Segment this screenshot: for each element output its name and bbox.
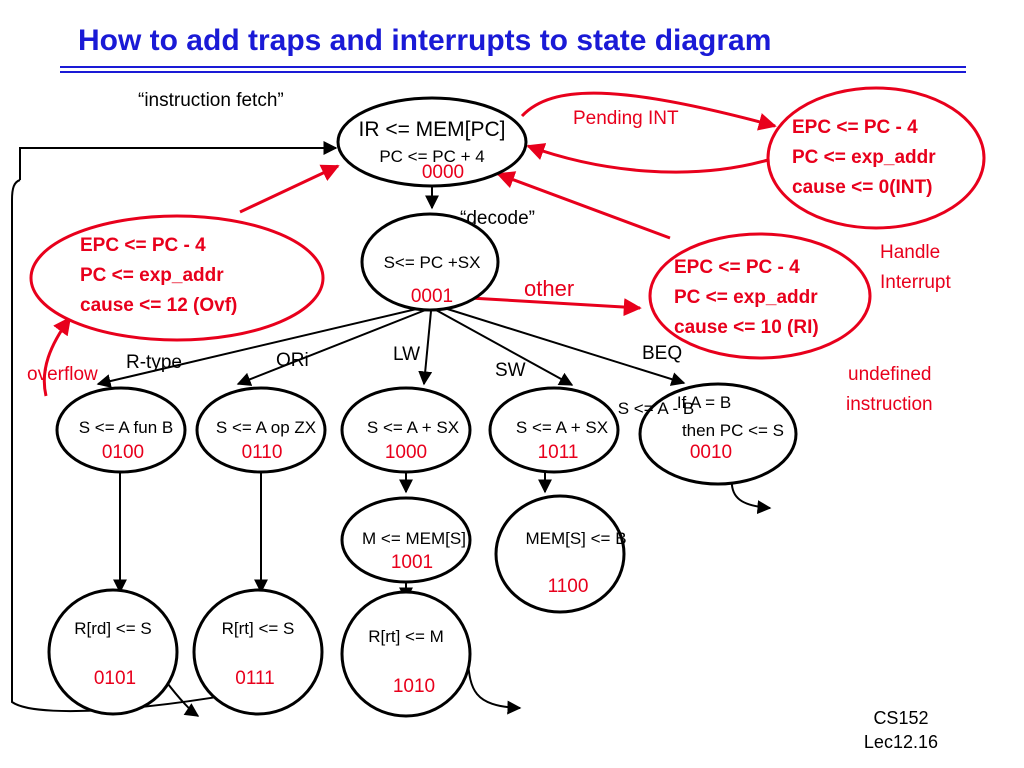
int-return-arrow [526, 143, 769, 174]
decode-to-lw-arrow [418, 310, 433, 386]
decode-line1: S<= PC +SX [384, 253, 481, 272]
label-rtype: R-type [126, 352, 182, 373]
rtype-wb-exit-arrow [164, 679, 200, 717]
trap-transitions [42, 91, 777, 397]
exception-state-reserved [648, 232, 872, 360]
int-line3: cause <= 0(INT) [792, 177, 932, 198]
slide-title: How to add traps and interrupts to state… [78, 24, 772, 57]
lw-exec-code: 1000 [385, 442, 427, 463]
ori-wb-code: 0111 [235, 668, 274, 689]
lw-wb-code: 1010 [393, 676, 435, 697]
pending-int-arrow [520, 91, 777, 131]
sw-exec-code: 1011 [538, 442, 579, 463]
undefined-instruction-line2: instruction [846, 394, 933, 415]
label-overflow: overflow [27, 364, 98, 385]
footer-lecture: Lec12.16 [863, 732, 938, 752]
ri-line1: EPC <= PC - 4 [674, 257, 800, 278]
decode-code: 0001 [411, 286, 453, 307]
sw-mem-code: 1100 [548, 576, 589, 597]
label-pending-int: Pending INT [573, 108, 679, 129]
rtype-exec-line1: S <= A fun B [79, 418, 174, 437]
rtype-wb-code: 0101 [94, 668, 136, 689]
rtype-exec-code: 0100 [102, 442, 144, 463]
ori-exec-code: 0110 [242, 442, 283, 463]
slide-footer: CS152 Lec12.16 [864, 706, 938, 754]
state-rtype-exec [55, 386, 187, 474]
sw-exec-line1: S <= A + SX [516, 418, 608, 437]
ovf-line2: PC <= exp_addr [80, 265, 224, 286]
state-sw-exec [488, 386, 620, 474]
decode-to-beq-arrow [440, 306, 686, 386]
title-rule-top [60, 66, 966, 68]
fetch-line2: PC <= PC + 4 [379, 147, 484, 166]
ri-return-arrow [496, 171, 671, 240]
ovf-line1: EPC <= PC - 4 [80, 235, 206, 256]
handle-interrupt-line1: Handle [880, 242, 940, 263]
decode-to-rtype-arrow [96, 306, 426, 388]
label-ori: ORi [276, 350, 309, 371]
ori-exec-line1: S <= A op ZX [216, 418, 316, 437]
lw-wb-exit-arrow [464, 639, 522, 715]
exception-state-interrupt [766, 86, 986, 230]
exception-state-overflow [29, 214, 325, 342]
int-line1: EPC <= PC - 4 [792, 117, 918, 138]
ovf-return-arrow [239, 164, 340, 214]
ovf-line3: cause <= 12 (Ovf) [80, 295, 237, 316]
sw-mem-line1: MEM[S] <= B [525, 529, 626, 548]
state-sw-mem [494, 494, 626, 614]
fetch-line1: IR <= MEM[PC] [358, 118, 505, 141]
state-lw-wb [340, 590, 472, 718]
ori-wb-line1: R[rt] <= S [222, 619, 295, 638]
decode-to-ori-arrow [236, 308, 429, 386]
lw-mem-code: 1001 [391, 552, 433, 573]
state-rtype-wb [47, 588, 179, 716]
undefined-instruction-line1: undefined [848, 364, 931, 385]
beq-exec-code: 0010 [690, 442, 732, 463]
rtype-wb-line1: R[rd] <= S [74, 619, 151, 638]
handle-interrupt-line2: Interrupt [880, 272, 951, 293]
label-lw: LW [393, 344, 420, 365]
ri-line3: cause <= 10 (RI) [674, 317, 819, 338]
other-trap-arrow [469, 296, 642, 317]
footer-course: CS152 [873, 708, 929, 728]
state-lw-mem [340, 496, 472, 584]
beq-exec-line3: S <= A - B [618, 399, 695, 418]
return-to-fetch-loop-top [19, 141, 338, 180]
decode-to-sw-arrow [435, 309, 574, 386]
lw-mem-line1: M <= MEM[S] [362, 529, 466, 548]
fetch-code: 0000 [422, 162, 464, 183]
state-fetch [336, 96, 528, 188]
label-beq: BEQ [642, 343, 682, 364]
beq-exec-line2: then PC <= S [682, 421, 784, 440]
beq-exec-line1: If A = B [677, 393, 731, 412]
state-ori-wb [192, 588, 324, 716]
label-other: other [524, 276, 574, 301]
state-lw-exec [340, 386, 472, 474]
state-ori-exec [195, 386, 327, 474]
lw-wb-line1: R[rt] <= M [368, 627, 444, 646]
title-rule-bottom [60, 71, 966, 73]
lw-exec-line1: S <= A + SX [367, 418, 459, 437]
label-sw: SW [495, 360, 526, 381]
overflow-trap-arrow [42, 316, 72, 397]
fetch-annotation: “instruction fetch” [138, 90, 284, 111]
state-beq-exec [638, 382, 798, 486]
ri-line2: PC <= exp_addr [674, 287, 818, 308]
state-decode [360, 212, 500, 312]
decode-annotation: “decode” [460, 208, 535, 229]
int-line2: PC <= exp_addr [792, 147, 936, 168]
